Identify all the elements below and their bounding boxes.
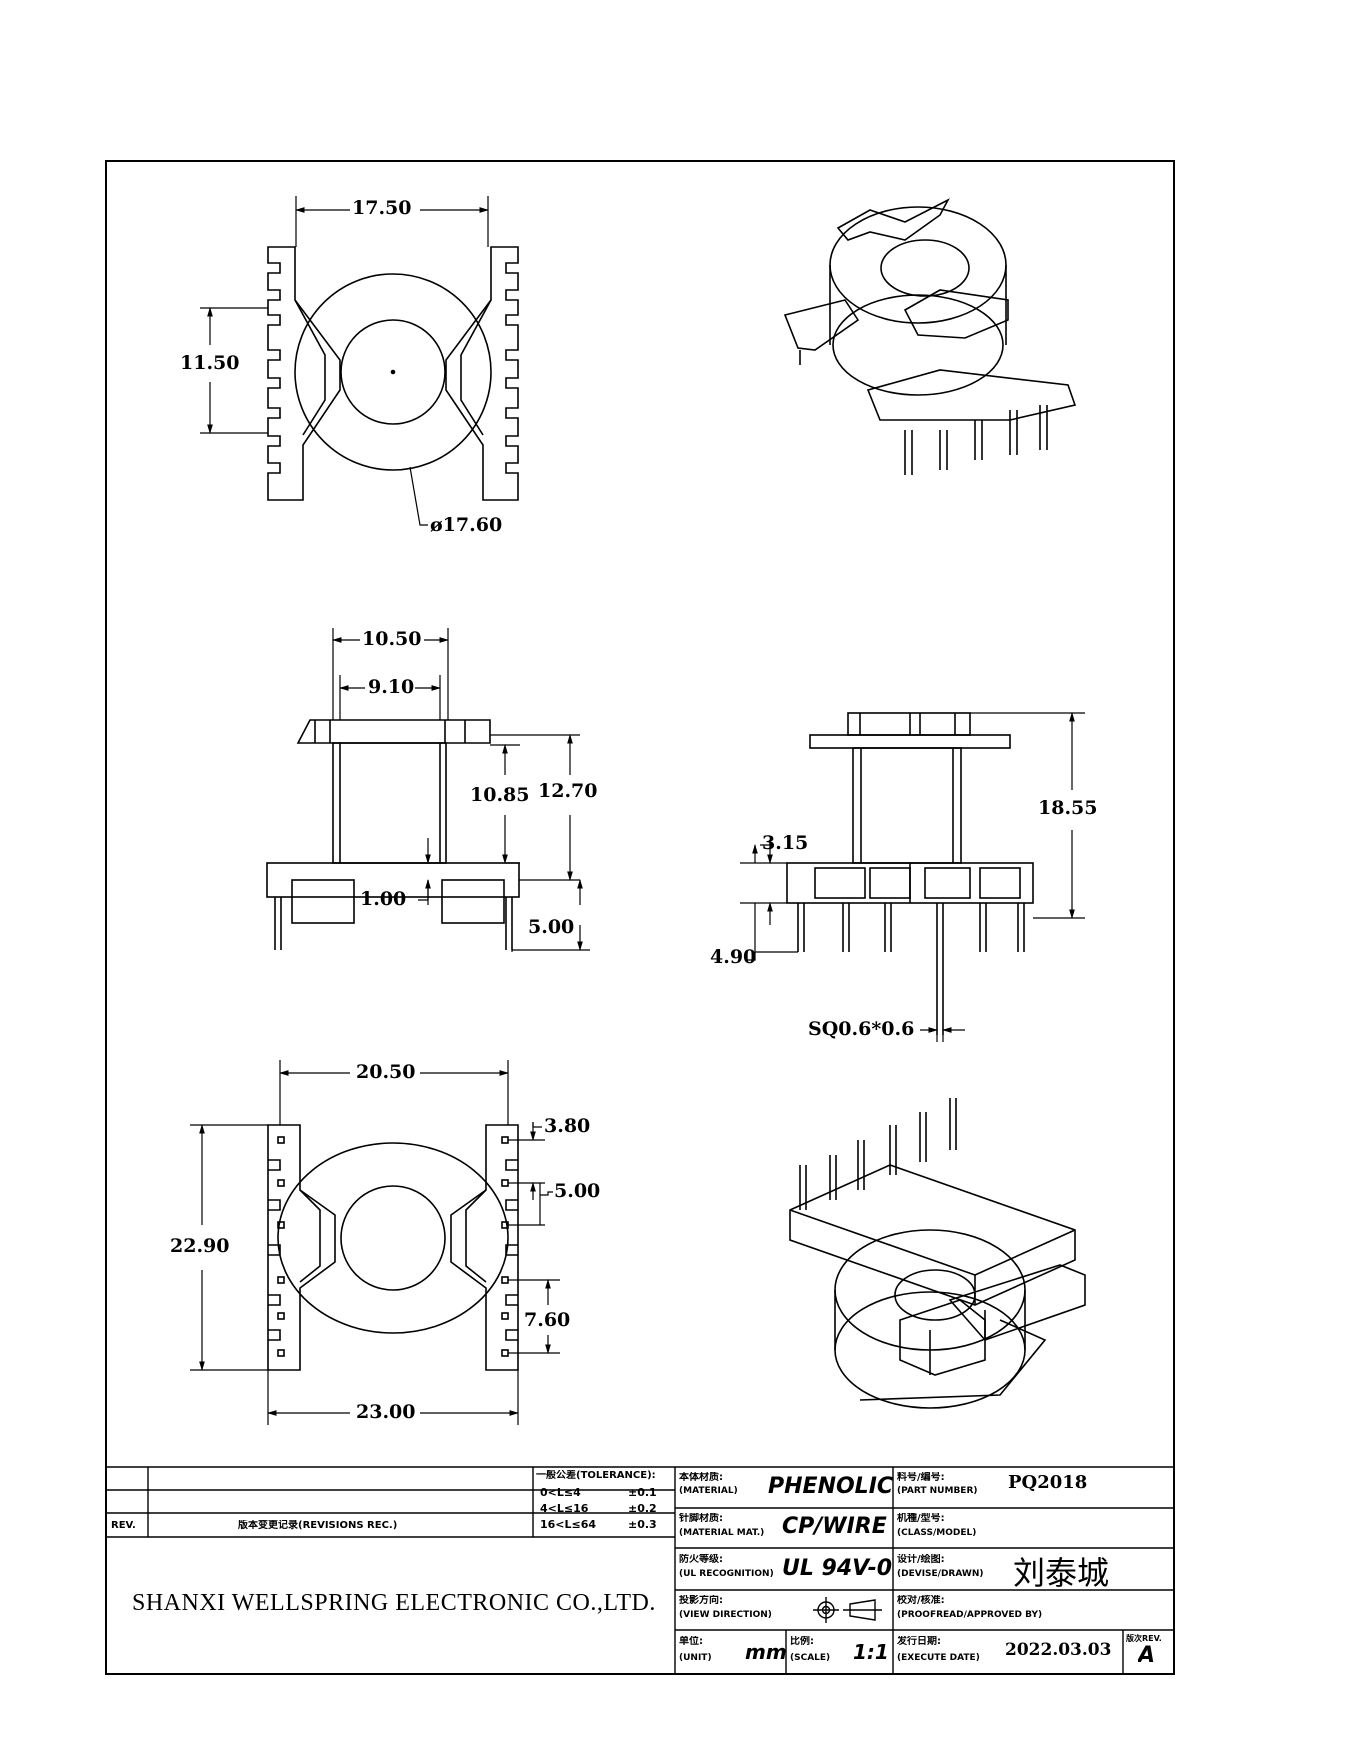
scale-label-cn: 比例: xyxy=(790,1636,814,1647)
approved-label-cn: 校对/核准: xyxy=(897,1595,945,1606)
part-label-en: (PART NUMBER) xyxy=(897,1486,978,1496)
version-value: A xyxy=(1138,1643,1156,1668)
side-view xyxy=(786,712,1034,1035)
front-view-dimensions xyxy=(332,628,590,952)
flame-value: UL 94V-0 xyxy=(782,1556,893,1581)
version-label: 版次REV. xyxy=(1126,1634,1162,1643)
drawing-frame xyxy=(105,160,1175,1675)
flame-label-cn: 防火等级: xyxy=(679,1554,723,1565)
date-value: 2022.03.03 xyxy=(1005,1640,1112,1660)
tolerance-value-3: ±0.3 xyxy=(628,1519,657,1531)
class-label-en: (CLASS/MODEL) xyxy=(897,1528,977,1538)
date-label-en: (EXECUTE DATE) xyxy=(897,1653,980,1663)
dim-mid-h1: 10.85 xyxy=(470,784,530,806)
dim-mid-h2: 12.70 xyxy=(538,780,598,802)
dim-side-base: 3.15 xyxy=(762,832,809,854)
isometric-view-bottom xyxy=(789,1098,1086,1409)
pin-material-label-en: (MATERIAL MAT.) xyxy=(679,1528,765,1538)
unit-value: mm xyxy=(745,1640,787,1664)
class-label-cn: 机種/型号: xyxy=(897,1513,945,1524)
view-label-en: (VIEW DIRECTION) xyxy=(679,1610,772,1620)
tolerance-range-3: 16<L≤64 xyxy=(540,1519,597,1531)
side-view-dimensions xyxy=(740,712,1085,1042)
material-label-cn: 本体材质: xyxy=(679,1472,723,1483)
revisions-label: 版本变更记录(REVISIONS REC.) xyxy=(238,1520,398,1531)
dim-top-diameter: ø17.60 xyxy=(430,514,503,536)
dim-side-pin: 4.90 xyxy=(710,946,757,968)
projection-symbol-icon xyxy=(813,1597,882,1623)
dim-mid-inner: 9.10 xyxy=(368,676,415,698)
material-label-en: (MATERIAL) xyxy=(679,1486,738,1496)
designer-label-cn: 设计/绘图: xyxy=(897,1554,945,1565)
dim-top-height: 11.50 xyxy=(180,352,240,374)
dim-bottom-pitch1: 3.80 xyxy=(544,1115,591,1137)
approved-label-en: (PROOFREAD/APPROVED BY) xyxy=(897,1610,1043,1620)
dim-mid-flange: 1.00 xyxy=(360,888,407,910)
pin-material-value: CP/WIRE xyxy=(782,1514,887,1539)
dim-mid-outer: 10.50 xyxy=(362,628,422,650)
tolerance-value-1: ±0.1 xyxy=(628,1487,657,1499)
date-label-cn: 发行日期: xyxy=(897,1636,941,1647)
unit-label-en: (UNIT) xyxy=(679,1653,712,1663)
designer-signature: 刘泰城 xyxy=(1013,1554,1110,1592)
tolerance-range-2: 4<L≤16 xyxy=(540,1503,589,1515)
bottom-view-dimensions xyxy=(190,1060,560,1425)
isometric-view-top xyxy=(783,198,1077,475)
dim-bottom-height: 22.90 xyxy=(170,1235,230,1257)
part-value: PQ2018 xyxy=(1008,1472,1088,1493)
part-label-cn: 料号/编号: xyxy=(897,1472,945,1483)
dim-bottom-pitch3: 7.60 xyxy=(524,1309,571,1331)
dim-top-width: 17.50 xyxy=(352,197,412,219)
dim-mid-pin: 5.00 xyxy=(528,916,575,938)
designer-label-en: (DEVISE/DRAWN) xyxy=(897,1569,984,1579)
rev-label: REV. xyxy=(111,1520,136,1531)
tolerance-range-1: 0<L≤4 xyxy=(540,1487,581,1499)
dim-side-pin-size: SQ0.6*0.6 xyxy=(808,1018,915,1040)
scale-label-en: (SCALE) xyxy=(790,1653,831,1663)
tolerance-label: 一般公差(TOLERANCE): xyxy=(536,1470,656,1481)
top-view xyxy=(267,246,519,501)
view-label-cn: 投影方向: xyxy=(679,1595,723,1606)
dim-bottom-width-bottom: 23.00 xyxy=(356,1401,416,1423)
dim-side-height: 18.55 xyxy=(1038,797,1098,819)
tolerance-value-2: ±0.2 xyxy=(628,1503,657,1515)
dim-bottom-pitch2: 5.00 xyxy=(554,1180,601,1202)
front-view xyxy=(266,719,520,950)
scale-value: 1:1 xyxy=(853,1640,889,1664)
company-name: SHANXI WELLSPRING ELECTRONIC CO.,LTD. xyxy=(132,1590,656,1616)
top-view-dimensions xyxy=(200,196,489,526)
unit-label-cn: 单位: xyxy=(679,1636,703,1647)
pin-material-label-cn: 针脚材质: xyxy=(679,1513,723,1524)
flame-label-en: (UL RECOGNITION) xyxy=(679,1569,774,1579)
material-value: PHENOLIC xyxy=(768,1474,894,1499)
dim-bottom-width-top: 20.50 xyxy=(356,1061,416,1083)
